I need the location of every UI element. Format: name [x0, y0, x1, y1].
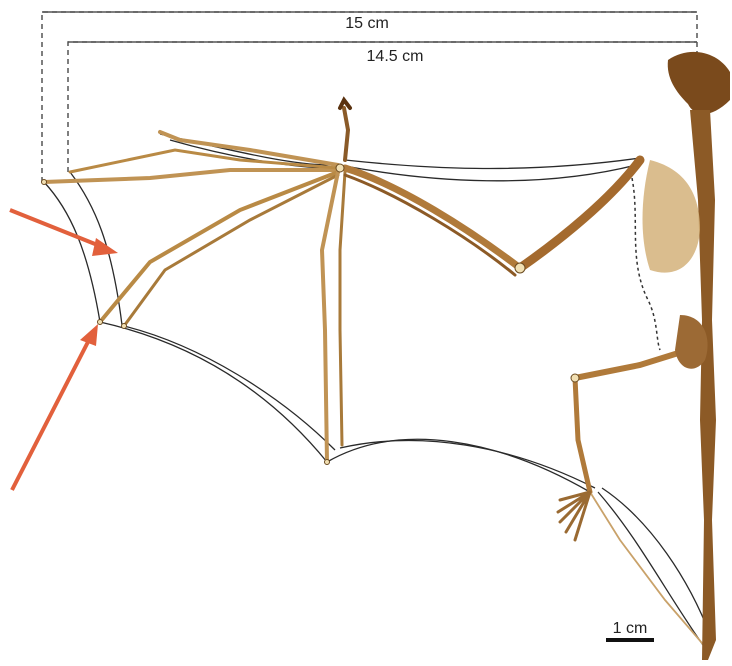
membrane-trailing-edge-1: [100, 322, 327, 462]
bat-body: [643, 52, 731, 660]
elbow-joint: [515, 263, 525, 273]
digit-4b-bone: [124, 175, 338, 326]
callout-arrows: [10, 210, 118, 490]
arrow-1-shaft: [10, 210, 105, 248]
skull: [668, 52, 730, 114]
inner-span-label: 14.5 cm: [367, 48, 424, 65]
knee-joint: [571, 374, 579, 382]
outer-span-label: 15 cm: [345, 15, 389, 32]
digit-5-bone: [322, 172, 338, 462]
digit4-tip-joint: [98, 320, 103, 325]
wrist-joint: [336, 164, 344, 172]
foot-toes: [558, 492, 590, 540]
forearm-ulna: [345, 175, 515, 275]
wingtip-joint: [42, 180, 47, 185]
digit-3-bone: [44, 170, 338, 182]
wing-membrane: [44, 134, 712, 652]
membrane-leading-edge-inner: [345, 164, 640, 181]
ribcage: [643, 160, 701, 273]
arrow-2-head: [80, 324, 98, 346]
femur: [575, 350, 688, 378]
spine-and-torso: [690, 110, 716, 660]
membrane-leading-edge: [345, 158, 640, 168]
scale-bar: [606, 638, 654, 642]
joint-markers: [42, 164, 580, 465]
membrane-tip-outer: [44, 182, 100, 322]
membrane-trailing-edge-2: [327, 439, 590, 492]
membrane-tail-inner: [602, 488, 712, 640]
membrane-trailing-edge-2b: [340, 441, 595, 488]
tibia: [575, 378, 590, 492]
arrow-2-shaft: [12, 338, 90, 490]
digit5-tip-joint: [325, 460, 330, 465]
membrane-trailing-edge-1b: [124, 326, 335, 450]
digit4b-tip-joint: [122, 324, 127, 329]
digit-5b-bone: [340, 172, 345, 445]
wing-bones: [44, 100, 708, 650]
thumb-bone: [344, 108, 348, 160]
scale-bar-label: 1 cm: [613, 620, 648, 637]
